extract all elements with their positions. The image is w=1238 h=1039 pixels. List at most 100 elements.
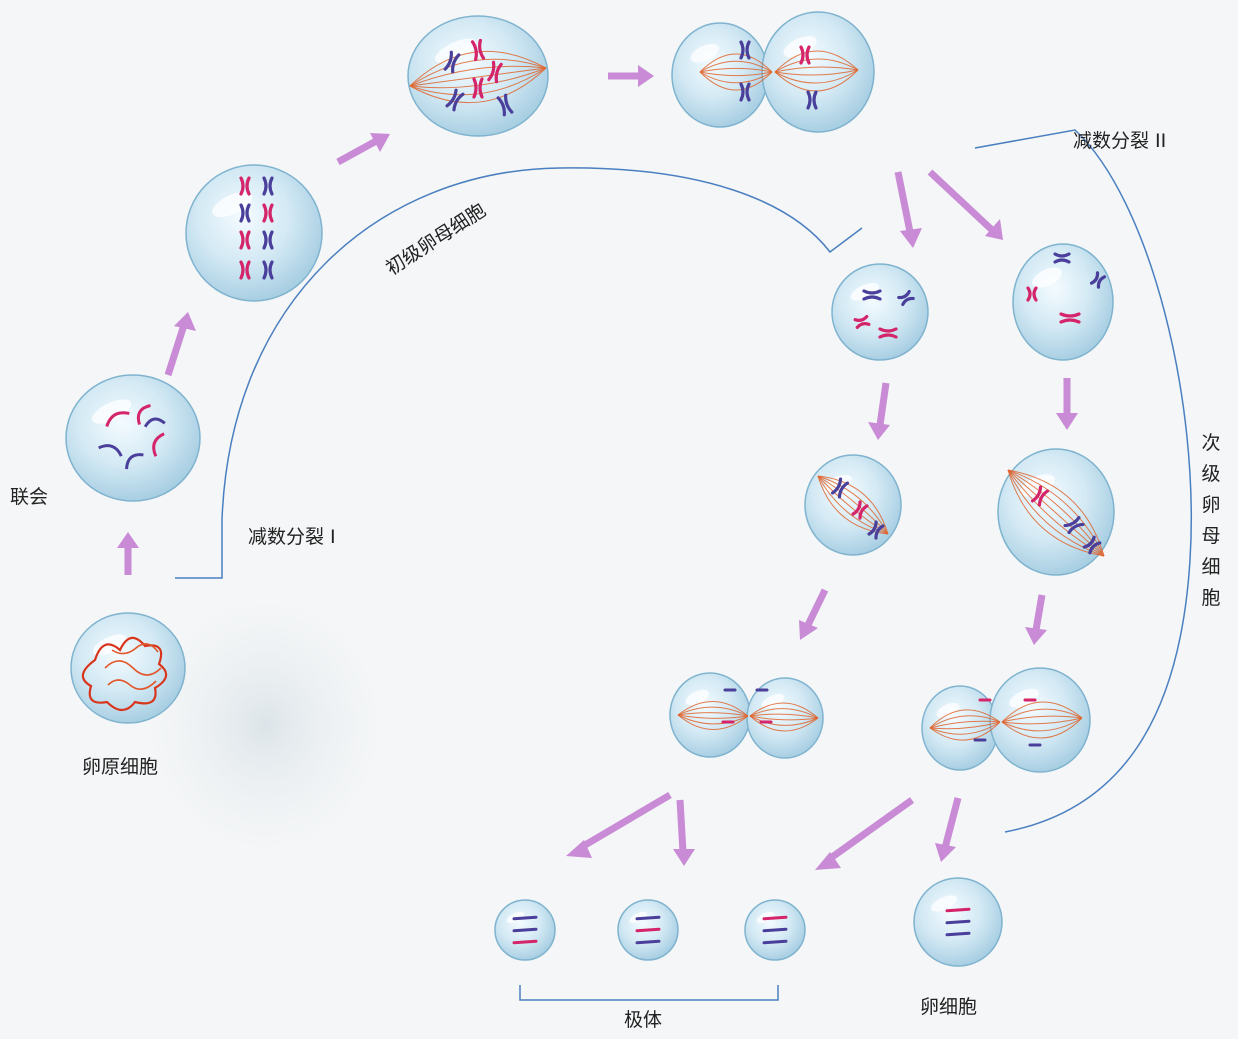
polar-body-cell bbox=[617, 899, 679, 961]
spindle-fiber bbox=[929, 720, 1001, 729]
polar-body-cell bbox=[744, 899, 806, 961]
spindle-fiber bbox=[1001, 715, 1083, 723]
chromosome bbox=[262, 260, 274, 280]
telophase2-lobe bbox=[669, 672, 751, 758]
polar-body-cell bbox=[494, 899, 556, 961]
chromosome bbox=[125, 453, 144, 470]
spindle-fiber bbox=[699, 71, 773, 77]
chromosome bbox=[487, 60, 503, 84]
chromosome bbox=[1082, 535, 1102, 555]
spindle-fiber bbox=[1001, 717, 1083, 739]
chromosome bbox=[851, 500, 869, 520]
chromatin bbox=[104, 643, 162, 690]
arrow bbox=[935, 797, 962, 862]
chromatid bbox=[762, 939, 788, 945]
label-oogonium: 卵原细胞 bbox=[82, 756, 159, 778]
spindle-fiber bbox=[817, 475, 889, 535]
metaphase2-cell bbox=[804, 454, 902, 556]
chromosome bbox=[496, 93, 514, 117]
arrow bbox=[1025, 594, 1047, 645]
arrow bbox=[1056, 378, 1078, 430]
spindle-fiber bbox=[749, 708, 819, 719]
spindle-fiber bbox=[749, 713, 819, 719]
arrow bbox=[673, 799, 695, 866]
telophase2-spindle-right bbox=[929, 698, 1083, 747]
spindle-fiber bbox=[749, 702, 819, 719]
spindle-fiber bbox=[677, 712, 749, 717]
chromosome bbox=[853, 314, 871, 330]
spindle-fiber bbox=[1001, 701, 1083, 723]
chromosome bbox=[262, 230, 274, 250]
chromosome bbox=[1059, 312, 1081, 324]
arrow bbox=[815, 797, 915, 870]
polar-body-bracket bbox=[519, 985, 779, 1001]
chromosome bbox=[239, 203, 251, 223]
oogonium-cell bbox=[70, 612, 186, 724]
arrow bbox=[927, 169, 1003, 240]
meiosis1-bracket bbox=[175, 167, 863, 579]
spindle-fiber bbox=[774, 58, 859, 73]
chromosome bbox=[98, 444, 123, 457]
chromatid bbox=[762, 915, 788, 921]
chromosome bbox=[830, 477, 850, 499]
spindle-fiber bbox=[929, 715, 1001, 729]
chromosome bbox=[897, 289, 915, 307]
label-meiosis1: 减数分裂 I bbox=[248, 526, 336, 548]
arrow bbox=[894, 171, 922, 248]
spindle-fiber bbox=[774, 66, 859, 73]
chromosome bbox=[470, 38, 486, 62]
chromatid bbox=[635, 915, 661, 921]
label-egg-cell: 卵细胞 bbox=[920, 996, 978, 1018]
spindle-fiber bbox=[699, 71, 773, 84]
spindle-fiber bbox=[409, 65, 547, 87]
spindle-fiber bbox=[699, 60, 773, 73]
chromosome bbox=[105, 411, 130, 428]
chromosome bbox=[739, 82, 751, 102]
chromosome bbox=[143, 417, 166, 428]
label-secondary-oocyte: 次级卵母细胞 bbox=[1201, 432, 1221, 609]
chromosome bbox=[262, 203, 274, 223]
spindle-fiber bbox=[749, 715, 819, 726]
arrow bbox=[608, 65, 654, 87]
chromosome bbox=[239, 176, 251, 196]
spindle-fiber bbox=[1007, 469, 1105, 557]
spindle-fiber bbox=[677, 714, 749, 725]
spindle-fiber bbox=[409, 67, 547, 104]
chromatid bbox=[512, 939, 538, 945]
egg-cell bbox=[913, 877, 1003, 967]
chromosome bbox=[806, 90, 818, 110]
background-shadow bbox=[145, 595, 385, 855]
chromosome bbox=[152, 432, 165, 457]
spindle-fiber bbox=[774, 69, 859, 76]
arrow bbox=[799, 588, 829, 640]
spindle-fiber bbox=[749, 715, 819, 732]
chromatid bbox=[512, 915, 538, 921]
metaphase1-cell bbox=[185, 164, 323, 302]
cells-layer bbox=[65, 11, 1115, 967]
chromosome bbox=[1089, 271, 1107, 289]
secondary-cell bbox=[1012, 243, 1114, 361]
telophase1-lobe bbox=[761, 11, 875, 133]
chromatid bbox=[635, 927, 661, 933]
chromosome bbox=[799, 45, 811, 65]
spindle-fiber bbox=[677, 706, 749, 717]
chromatid bbox=[945, 919, 971, 925]
chromatid bbox=[512, 927, 538, 933]
metaphase2-cell bbox=[997, 448, 1115, 576]
spindle-fiber bbox=[774, 69, 859, 84]
chromosome bbox=[739, 40, 751, 60]
arrow bbox=[868, 382, 890, 440]
chromosome bbox=[1030, 485, 1050, 507]
spindle-fiber bbox=[929, 721, 1001, 741]
chromosome bbox=[445, 88, 465, 112]
chromosome bbox=[262, 176, 274, 196]
chromosome bbox=[472, 77, 484, 99]
primary-oocyte-cell bbox=[407, 15, 549, 137]
spindle-fiber bbox=[929, 709, 1001, 729]
spindle-fiber bbox=[749, 715, 819, 721]
spindle-fiber bbox=[1001, 717, 1083, 725]
chromatid bbox=[945, 907, 971, 913]
chromosome bbox=[136, 404, 151, 425]
chromatid bbox=[945, 931, 971, 937]
